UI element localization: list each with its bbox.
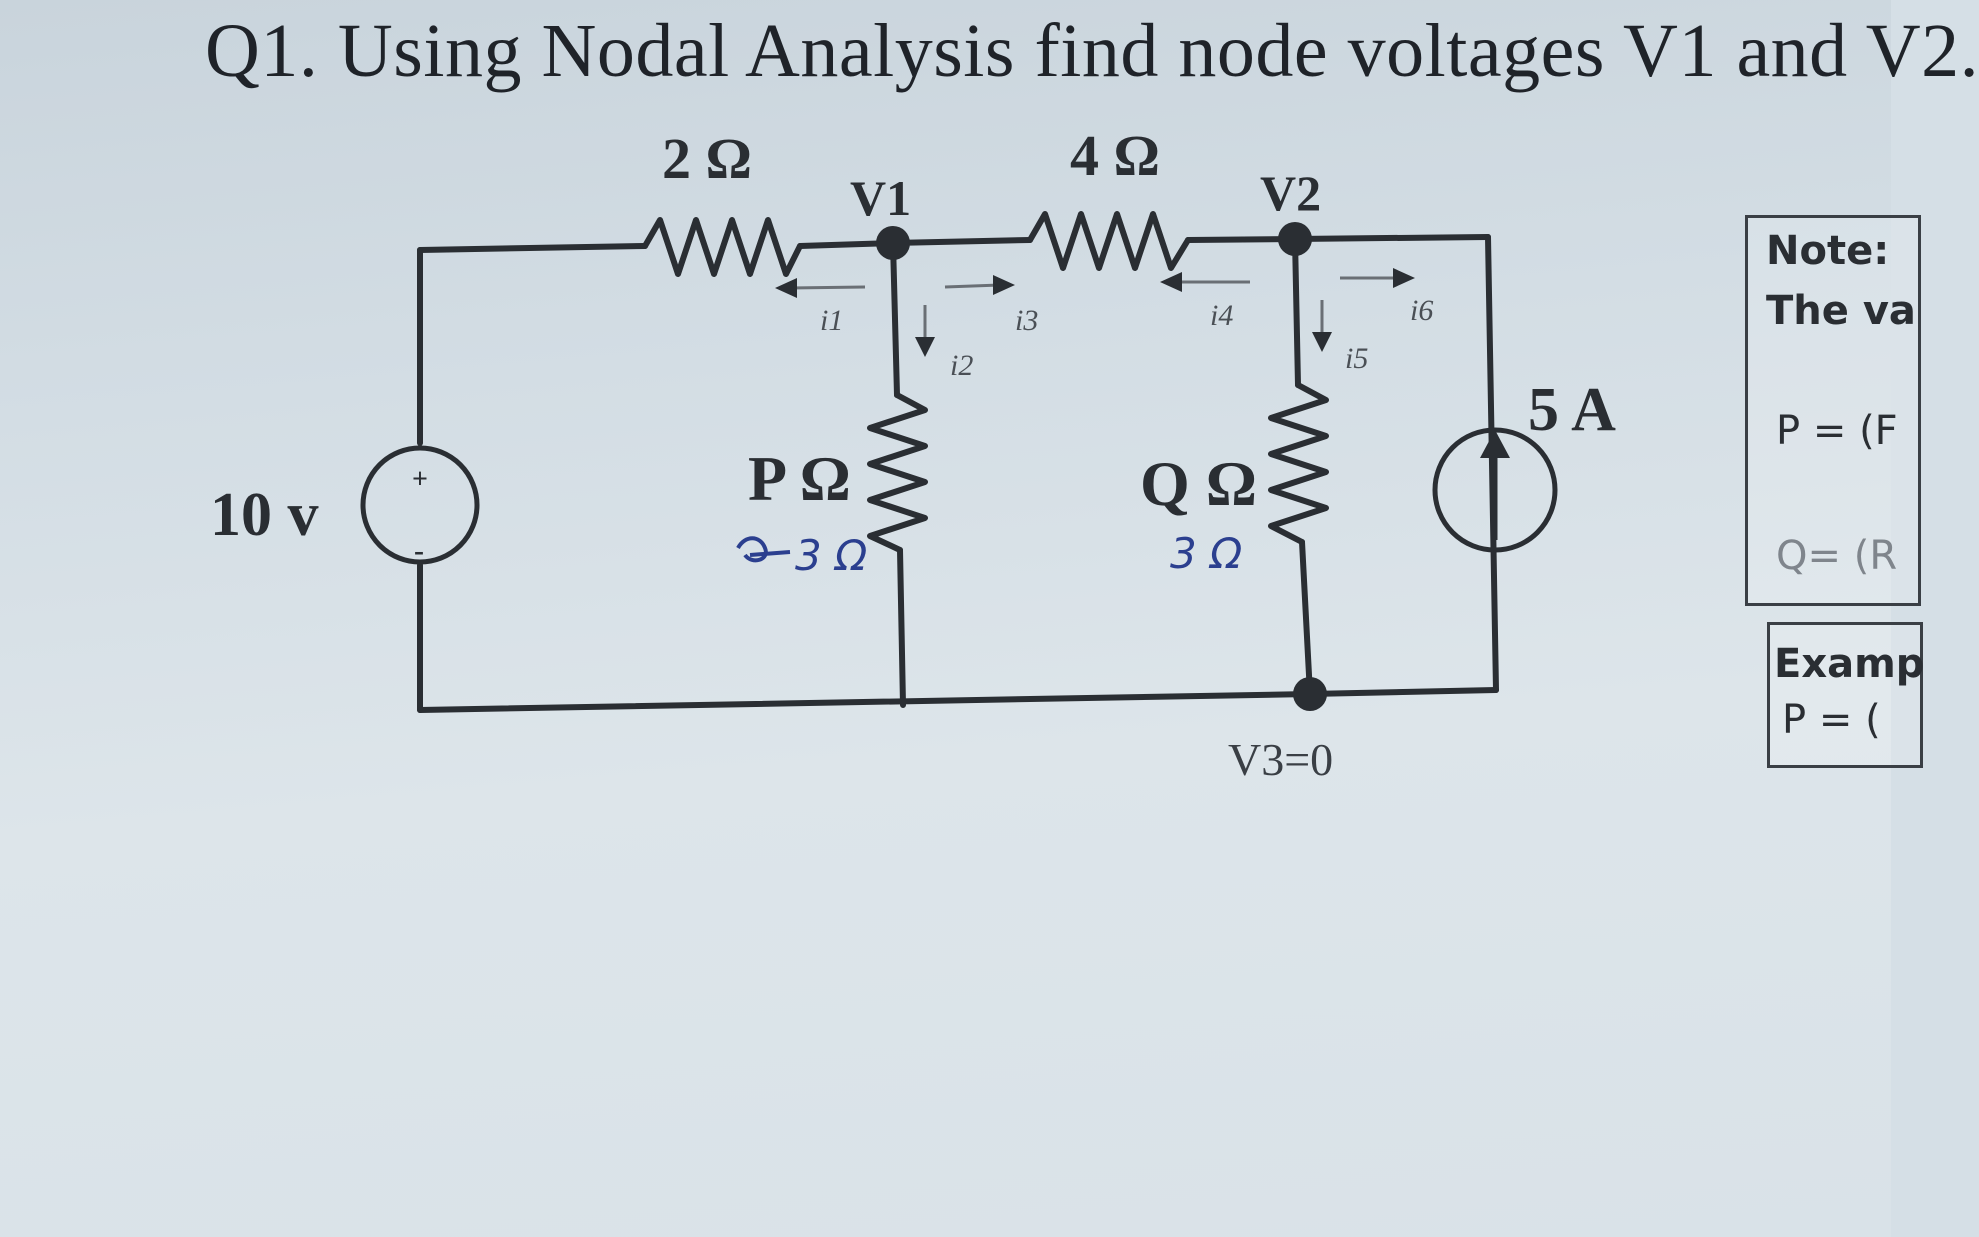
question-title: Q1. Using Nodal Analysis find node volta…: [205, 9, 1979, 93]
wire-bottom-right: [1307, 687, 1499, 697]
current-label-i5: i5: [1345, 342, 1368, 375]
wire-v1-r2: [890, 237, 1033, 246]
handwritten-p-value: 3 Ω: [795, 531, 867, 580]
voltage-source: [360, 445, 480, 565]
example-box: Examp P = (: [1767, 622, 1925, 768]
node-v1-dot: [876, 226, 910, 260]
resistor-p: [867, 392, 928, 553]
note-heading: Note:: [1766, 228, 1890, 274]
source-minus-sign: -: [414, 534, 424, 567]
current-label-i1: i1: [820, 304, 843, 337]
circuit-diagram: + - i1 i2 i3: [210, 123, 1616, 785]
handwritten-q-value: 3 Ω: [1170, 529, 1242, 578]
node-label-v2: V2: [1260, 165, 1321, 221]
arrow-i2-head: [915, 337, 935, 357]
note-p-formula: P = (F: [1776, 408, 1898, 454]
arrow-i5-head: [1312, 332, 1332, 352]
current-label-i6: i6: [1410, 294, 1433, 327]
current-source-arrow: [1480, 430, 1510, 458]
current-source-label: 5 A: [1528, 376, 1616, 444]
node-label-v1: V1: [850, 170, 911, 226]
note-text: The va: [1766, 288, 1916, 334]
wire-v2-right: [1292, 234, 1491, 242]
source-plus-sign: +: [412, 464, 428, 495]
resistor-label-4ohm: 4 Ω: [1070, 123, 1160, 188]
arrow-i1-head: [775, 278, 797, 298]
resistor-label-q: Q Ω: [1140, 448, 1257, 519]
example-formula: P = (: [1782, 697, 1881, 743]
resistor-label-p: P Ω: [748, 443, 851, 514]
current-label-i4: i4: [1210, 299, 1233, 332]
wire-q-down: [1299, 539, 1313, 697]
ground-node-label: V3=0: [1228, 734, 1333, 785]
resistor-4ohm: [1027, 211, 1191, 271]
resistor-2ohm: [642, 217, 803, 277]
resistor-q: [1268, 382, 1329, 545]
note-q-formula: Q= (R: [1776, 533, 1898, 579]
wire-top-left: [417, 243, 648, 253]
resistor-label-2ohm: 2 Ω: [662, 126, 752, 191]
handwritten-scribble: [736, 536, 791, 563]
wire-r2-v2: [1185, 236, 1298, 243]
node-ground-dot: [1293, 677, 1327, 711]
current-label-i3: i3: [1015, 304, 1038, 337]
example-heading: Examp: [1774, 641, 1925, 687]
wire-v1-down: [890, 240, 900, 398]
arrow-i1-line: [789, 285, 866, 290]
wire-right-vertical: [1485, 234, 1499, 693]
arrow-i4-head: [1160, 272, 1182, 292]
current-label-i2: i2: [950, 349, 973, 382]
arrow-i3-head: [993, 275, 1015, 295]
wire-bottom: [417, 691, 1313, 713]
wire-p-down: [897, 547, 906, 708]
node-v2-dot: [1278, 222, 1312, 256]
arrow-i6-head: [1393, 268, 1415, 288]
source-voltage-label: 10 v: [210, 481, 319, 549]
wire-v2-down: [1292, 236, 1301, 388]
note-box: Note: The va P = (F Q= (R: [1745, 215, 1921, 606]
arrow-i3-line: [944, 283, 1001, 289]
